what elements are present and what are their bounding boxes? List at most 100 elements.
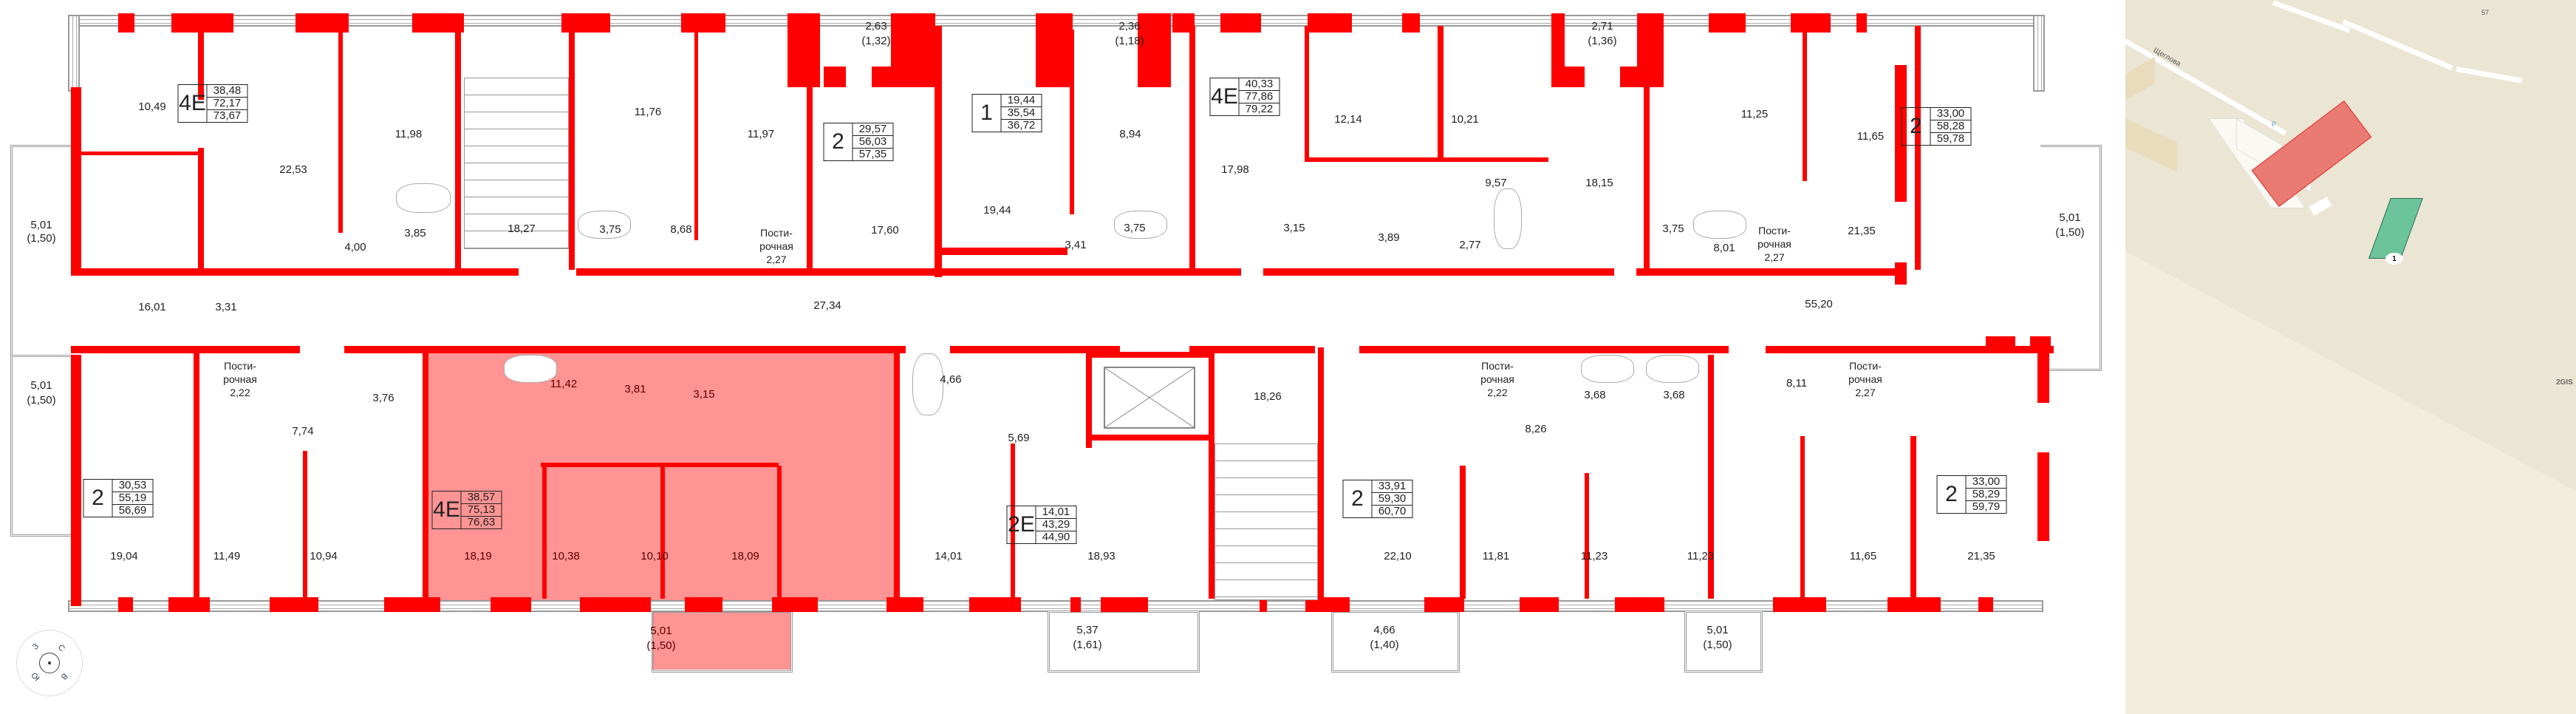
partition: [1800, 436, 1805, 599]
balcony: [1331, 611, 1460, 673]
facade-window-strip: [2033, 15, 2045, 92]
map-marker[interactable]: 1: [2385, 253, 2403, 265]
building-beige: [2125, 56, 2155, 101]
compass-rose[interactable]: З С Ю В: [16, 630, 83, 696]
total-area-balcony: 57,35: [858, 148, 887, 160]
total-area: 35,54: [1001, 107, 1042, 120]
balcony-area: 5,01: [2059, 211, 2081, 224]
facade-window-strip: [68, 15, 80, 92]
wall: [891, 13, 935, 87]
living-area: 40,33: [1239, 78, 1280, 91]
balcony-area-reduced: (1,50): [646, 639, 676, 652]
living-area: 33,00: [1966, 476, 2006, 489]
room-area: 2,77: [1459, 239, 1481, 251]
bathtub-icon: [504, 355, 557, 383]
total-area: 43,29: [1036, 519, 1076, 531]
lift-shaft-wall: [1086, 435, 1209, 441]
road: [2125, 38, 2287, 136]
partition: [198, 148, 204, 273]
laundry-label: Пости-рочная: [759, 227, 793, 252]
lift-shaft-wall: [1086, 352, 1209, 358]
corridor-wall-bottom: [71, 346, 300, 353]
total-area: 55,19: [112, 492, 153, 505]
room-area: 3,75: [599, 223, 621, 236]
total-area-balcony: 60,70: [1378, 505, 1407, 517]
apartment-type: 4Е: [179, 85, 208, 122]
bathtub-icon: [396, 183, 451, 213]
room-area: 8,94: [1119, 128, 1141, 140]
wall: [685, 597, 722, 612]
apartment-type: 2: [84, 480, 113, 517]
map-attribution[interactable]: 2GIS: [2556, 378, 2573, 387]
room-area: 12,14: [1334, 113, 1362, 126]
selected-building[interactable]: [2368, 198, 2423, 259]
partition: [338, 26, 343, 233]
room-area: 11,76: [634, 106, 662, 118]
room-area: 11,65: [1856, 130, 1885, 143]
road: [2456, 67, 2523, 84]
room-area: 17,60: [871, 224, 899, 237]
wall: [1402, 13, 1420, 33]
elevator-icon: [1104, 367, 1195, 429]
highlighted-balcony[interactable]: [652, 611, 790, 670]
wall: [681, 13, 725, 33]
apartment-type: 4Е: [1211, 78, 1240, 115]
room-area: 10,94: [310, 550, 338, 562]
compass-east: В: [58, 671, 69, 681]
wall: [118, 597, 133, 612]
balcony-area-reduced: (1,61): [1073, 639, 1102, 651]
partition: [1209, 347, 1214, 599]
bathtub-icon: [1494, 188, 1522, 249]
balcony-area-reduced: (1,50): [2055, 226, 2085, 239]
wall: [772, 597, 818, 612]
room-area: 10,21: [1451, 113, 1479, 126]
balcony-area-reduced: (1,36): [1588, 35, 1617, 47]
partition: [1460, 466, 1466, 599]
room-area: 3,41: [1065, 239, 1087, 251]
living-area: 14,01: [1036, 506, 1076, 519]
laundry-label: Пости-рочная: [1848, 360, 1882, 385]
bathtub-icon: [578, 211, 631, 239]
corridor-area: 55,20: [1805, 298, 1833, 310]
compass-north: С: [55, 642, 67, 654]
partition: [455, 26, 461, 270]
compass-west: З: [30, 642, 41, 652]
total-area-balcony: 79,22: [1245, 103, 1274, 115]
wall: [1260, 597, 1267, 612]
wall: [580, 597, 651, 612]
map-area-light: [2125, 251, 2576, 714]
corridor-wall-bottom: [950, 346, 1120, 353]
balcony-area-reduced: (1,40): [1370, 639, 1399, 651]
room-area: 11,42: [550, 378, 578, 390]
partition: [935, 248, 1067, 255]
living-area: 33,91: [1372, 480, 1412, 493]
wall: [118, 13, 134, 33]
apartment-type: 4Е: [433, 492, 462, 528]
wall: [1637, 13, 1664, 87]
wall: [788, 13, 820, 87]
location-map[interactable]: Щеглова 57 Мама Оля P P 1 2GIS: [2125, 0, 2576, 714]
room-area: 11,97: [747, 128, 775, 140]
room-area: 21,35: [1848, 225, 1876, 237]
balcony-area: 5,01: [650, 625, 672, 637]
room-area: 9,57: [1485, 177, 1507, 189]
compass-center-icon: [39, 653, 60, 673]
corridor-wall-bottom: [1359, 346, 1729, 353]
balcony: [1048, 611, 1200, 673]
living-area: 33,00: [1930, 108, 1971, 120]
room-area: 4,66: [940, 373, 962, 386]
